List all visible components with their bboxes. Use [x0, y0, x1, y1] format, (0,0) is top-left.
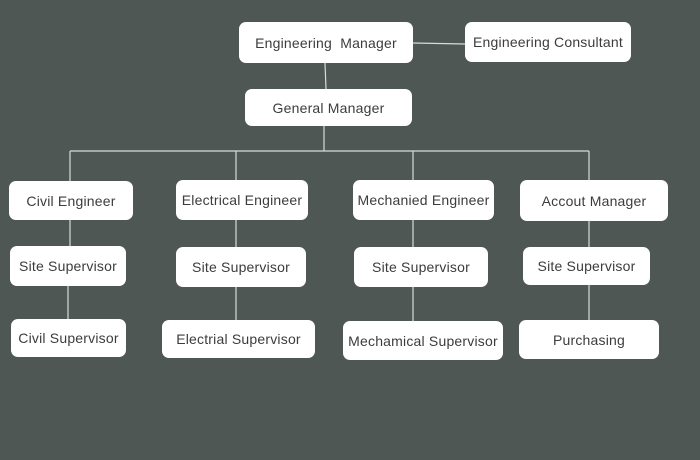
node-engineering-consultant: Engineering Consultant [465, 22, 631, 62]
connector-em-ec [412, 42, 466, 45]
node-mechanied-engineer: Mechanied Engineer [353, 180, 494, 220]
node-mechamical-supervisor: Mechamical Supervisor [343, 321, 503, 360]
node-civil-supervisor: Civil Supervisor [11, 319, 126, 357]
node-purchasing: Purchasing [519, 320, 659, 359]
node-engineering-manager: Engineering Manager [239, 22, 413, 63]
node-electrical-engineer: Electrical Engineer [176, 180, 308, 220]
node-site-supervisor-civil: Site Supervisor [10, 246, 126, 286]
node-site-supervisor-mechanical: Site Supervisor [354, 247, 488, 287]
node-general-manager: General Manager [245, 89, 412, 126]
node-accout-manager: Accout Manager [520, 180, 668, 221]
connector-em-gm [324, 62, 327, 90]
node-electrial-supervisor: Electrial Supervisor [162, 320, 315, 358]
node-site-supervisor-account: Site Supervisor [523, 247, 650, 285]
node-civil-engineer: Civil Engineer [9, 181, 133, 220]
node-site-supervisor-electrical: Site Supervisor [176, 247, 306, 287]
